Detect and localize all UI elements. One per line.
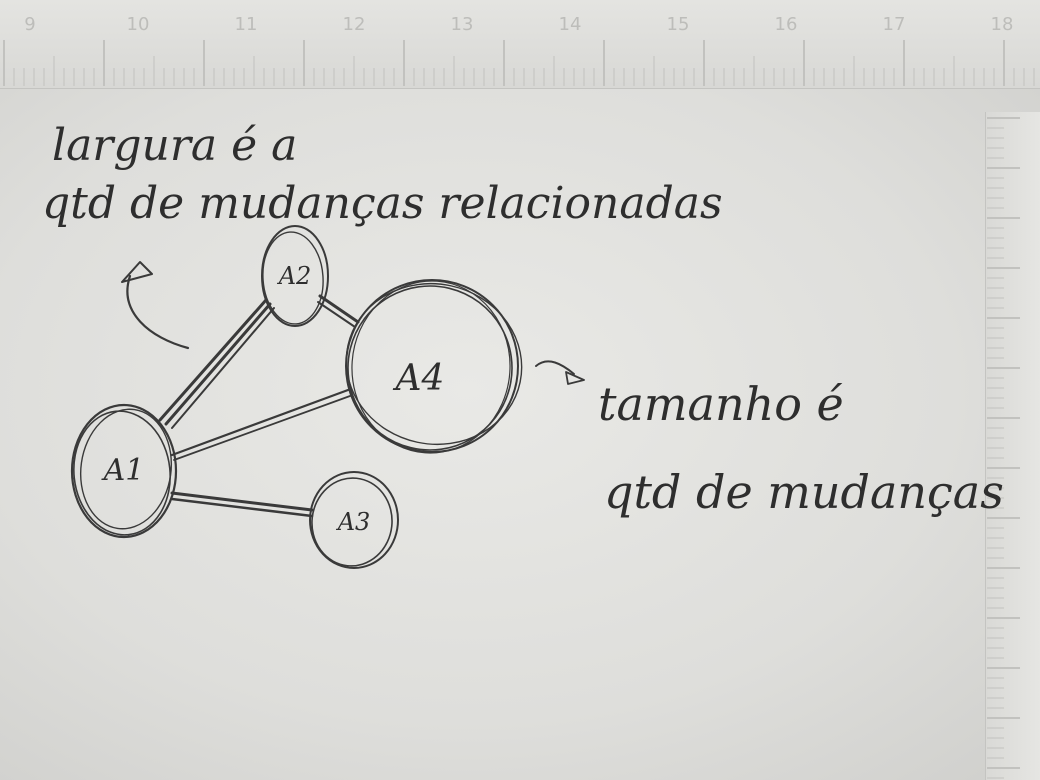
edge-note-line-2: qtd de mudanças relacionadas: [42, 178, 723, 229]
node-size-annotation: tamanho é qtd de mudanças: [598, 377, 1004, 519]
edge-width-annotation: largura é a qtd de mudanças relacionadas: [42, 120, 723, 229]
node-a2: A2: [261, 225, 329, 327]
ruler-number: 16: [775, 14, 798, 35]
ruler-number: 13: [451, 14, 474, 35]
ruler-ticks-top: [3, 40, 1035, 86]
edge-note-line-1: largura é a: [52, 120, 297, 171]
curved-arrow-icon: [121, 261, 190, 350]
ruler-number: 11: [235, 14, 258, 35]
ruler-numbers-top: 9 10 11 12 13 14 15 16 17 18: [24, 14, 1013, 35]
node-a2-label: A2: [277, 262, 312, 290]
node-a4-label: A4: [393, 358, 445, 399]
ruler-number: 17: [883, 14, 906, 35]
ruler-number: 12: [343, 14, 366, 35]
node-a3-label: A3: [336, 508, 371, 536]
ruler-number: 10: [127, 14, 150, 35]
ruler-number: 14: [559, 14, 582, 35]
arrow-right-icon: [535, 360, 585, 385]
edge-a1-a2: [158, 298, 275, 429]
node-note-line-1: tamanho é: [598, 377, 844, 431]
ruler-number: 18: [991, 14, 1014, 35]
edge-a1-a4: [170, 388, 351, 461]
node-a3: A3: [309, 471, 399, 569]
ruler-number: 15: [667, 14, 690, 35]
edge-a1-a3: [170, 491, 314, 518]
node-a1-label: A1: [101, 453, 145, 488]
edge-a2-a4: [317, 294, 360, 328]
node-a4: A4: [345, 279, 523, 454]
ruler-number: 9: [24, 14, 35, 35]
ruler-ticks-right: [987, 117, 1020, 779]
node-a1: A1: [70, 403, 178, 539]
node-note-line-2: qtd de mudanças: [604, 465, 1004, 519]
ruler-top: [0, 0, 1040, 89]
